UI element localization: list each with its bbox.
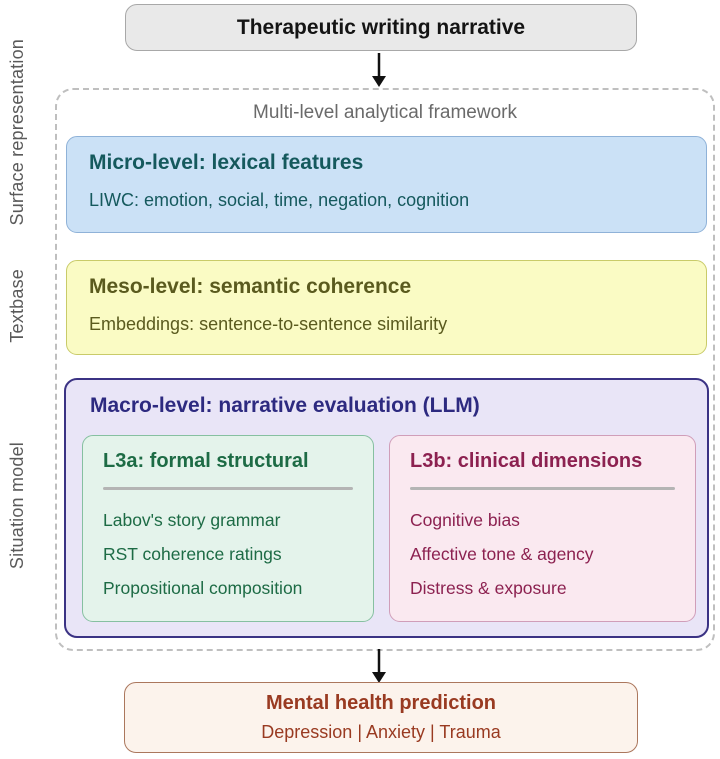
l3b-title: L3b: clinical dimensions: [410, 450, 643, 472]
l3b-item-affective-tone: Affective tone & agency: [410, 544, 594, 564]
bottom-box-subtitle: Depression | Anxiety | Trauma: [261, 722, 501, 742]
l3a-title: L3a: formal structural: [103, 450, 309, 472]
l3a-divider: [103, 487, 353, 490]
meso-level-title: Meso-level: semantic coherence: [89, 275, 412, 298]
meso-level-box: Meso-level: semantic coherence Embedding…: [66, 260, 707, 355]
arrow-down-icon: [372, 649, 386, 683]
l3b-item-distress: Distress & exposure: [410, 578, 567, 598]
therapeutic-writing-narrative-box: Therapeutic writing narrative: [125, 4, 637, 51]
micro-level-title: Micro-level: lexical features: [89, 151, 364, 174]
side-label-surface-representation: Surface representation: [2, 30, 32, 235]
meso-level-subtitle: Embeddings: sentence-to-sentence similar…: [89, 314, 448, 334]
l3a-formal-structural-box: L3a: formal structural Labov's story gra…: [82, 435, 374, 622]
side-label-surface-text: Surface representation: [6, 39, 27, 226]
l3b-item-cognitive-bias: Cognitive bias: [410, 510, 520, 530]
l3a-item-propositional: Propositional composition: [103, 578, 303, 598]
macro-level-title: Macro-level: narrative evaluation (LLM): [90, 394, 480, 417]
mental-health-prediction-box: Mental health prediction Depression | An…: [124, 682, 638, 753]
l3a-item-rst: RST coherence ratings: [103, 544, 282, 564]
side-label-situation-model: Situation model: [2, 376, 32, 636]
multi-level-framework-container: Multi-level analytical framework Micro-l…: [55, 88, 715, 651]
micro-level-subtitle: LIWC: emotion, social, time, negation, c…: [89, 190, 470, 210]
l3b-divider: [410, 487, 675, 490]
bottom-box-title: Mental health prediction: [265, 692, 497, 714]
side-label-textbase: Textbase: [2, 258, 32, 353]
framework-title: Multi-level analytical framework: [253, 102, 517, 123]
l3b-clinical-dimensions-box: L3b: clinical dimensions Cognitive bias …: [389, 435, 696, 622]
side-label-situation-text: Situation model: [6, 442, 27, 570]
side-label-textbase-text: Textbase: [6, 268, 27, 343]
top-box-label: Therapeutic writing narrative: [236, 15, 526, 39]
l3a-item-labov: Labov's story grammar: [103, 510, 281, 530]
micro-level-box: Micro-level: lexical features LIWC: emot…: [66, 136, 707, 233]
macro-level-box: Macro-level: narrative evaluation (LLM) …: [64, 378, 709, 638]
arrow-down-icon: [372, 53, 386, 87]
